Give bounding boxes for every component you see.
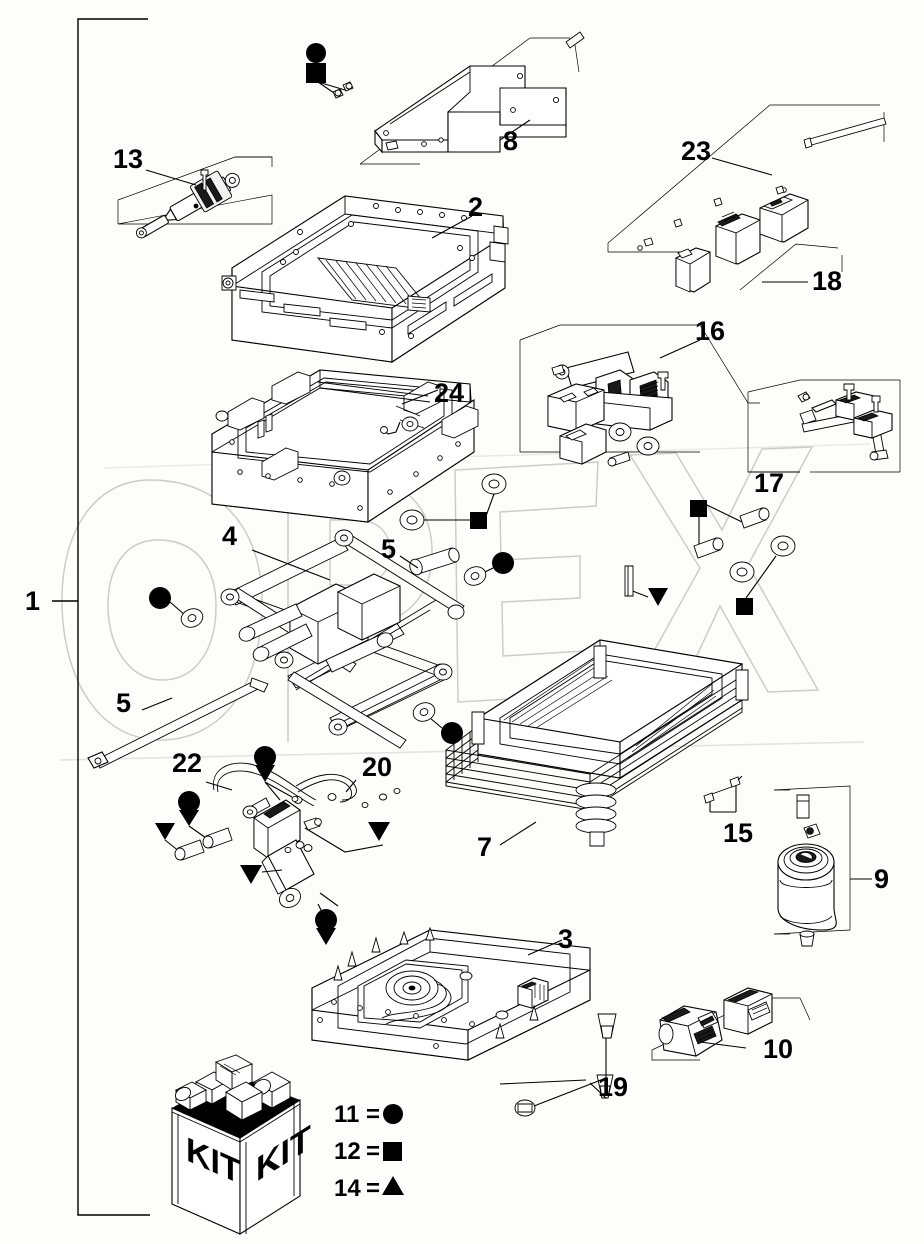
marker-triangle-14 [648, 588, 668, 606]
marker-cluster-22 [155, 746, 390, 945]
part-16-valve-kit [519, 324, 760, 467]
callout-label-7: 7 [477, 832, 492, 862]
callout-label-24: 23 [681, 136, 711, 166]
legend-symbol-triangle [382, 1176, 404, 1195]
legend-symbol-square [383, 1142, 402, 1161]
part-23-lower-frame [211, 369, 479, 524]
legend: 11 = 12 = 14 = [334, 1101, 404, 1202]
marker-circle-11 [254, 746, 276, 768]
marker-circle-11 [492, 552, 514, 574]
callout-label-23: 24 [434, 378, 464, 408]
callout-label-17: 17 [754, 468, 784, 498]
part-9-air-spring [773, 785, 872, 947]
part-10-compressor [651, 987, 811, 1061]
marker-circle-11 [149, 587, 171, 609]
legend-number-11: 11 [334, 1101, 359, 1128]
callout-label-18: 18 [812, 266, 842, 296]
marker-circle-11 [306, 43, 326, 63]
marker-circle-11 [441, 722, 463, 744]
bushing-group-c [412, 500, 796, 744]
callout-label-4: 4 [222, 521, 237, 551]
marker-triangle-14 [255, 765, 275, 782]
legend-number-12: 12 [334, 1138, 361, 1165]
legend-symbol-circle [383, 1104, 403, 1124]
callout-label-20: 20 [362, 752, 392, 782]
part-13-cylinder-callout [117, 156, 273, 239]
part-2-upper-frame [221, 195, 509, 364]
part-19-plugs [499, 1013, 617, 1117]
callout-label-9: 9 [874, 864, 889, 894]
part-24-rod-and-18-covers [607, 104, 887, 293]
callout-label-8: 8 [503, 126, 518, 156]
part-5-pins [87, 547, 460, 769]
callout-label-13: 13 [113, 144, 143, 174]
part-17-linkage-kit [747, 379, 901, 473]
bushing-group-b [149, 587, 204, 628]
callout-label-5a: 5 [381, 534, 396, 564]
legend-equals-11: = [366, 1101, 380, 1128]
callout-label-2: 2 [468, 192, 483, 222]
marker-square-12 [736, 598, 753, 615]
part-7-bellows [445, 639, 749, 847]
legend-equals-14: = [366, 1175, 380, 1202]
callout-label-16: 16 [695, 316, 725, 346]
part-4-scissor-linkage [220, 529, 465, 749]
legend-number-14: 14 [334, 1175, 361, 1202]
marker-triangle-14 [179, 810, 199, 826]
marker-square-12 [306, 63, 326, 83]
callout-label-1: 1 [25, 586, 40, 616]
marker-triangle-14 [240, 865, 262, 884]
callout-label-15: 15 [723, 818, 753, 848]
bushing-group-a [399, 473, 507, 531]
callout-label-10: 10 [763, 1034, 793, 1064]
callout-label-22: 22 [172, 748, 202, 778]
part-3-base-plate [311, 926, 591, 1061]
legend-equals-12: = [366, 1138, 380, 1165]
kit-box: KIT KIT [171, 1054, 311, 1235]
callout-1-bracket [52, 18, 150, 1216]
callout-label-19: 19 [598, 1072, 628, 1102]
part-15-screws [703, 775, 743, 813]
marker-circle-11 [178, 791, 200, 813]
marker-square-12 [470, 512, 487, 529]
marker-triangle-14 [316, 928, 336, 945]
marker-triangle-14 [368, 822, 390, 841]
callout-label-5b: 5 [116, 688, 131, 718]
callout-label-3: 3 [558, 924, 573, 954]
part-22-damper-and-hose [205, 762, 401, 908]
marker-square-12 [690, 500, 707, 517]
watermark-opex [59, 443, 871, 761]
fastener-group-top [306, 43, 354, 99]
part-8-mounting-rail [359, 31, 585, 165]
marker-triangle-14 [155, 823, 175, 840]
